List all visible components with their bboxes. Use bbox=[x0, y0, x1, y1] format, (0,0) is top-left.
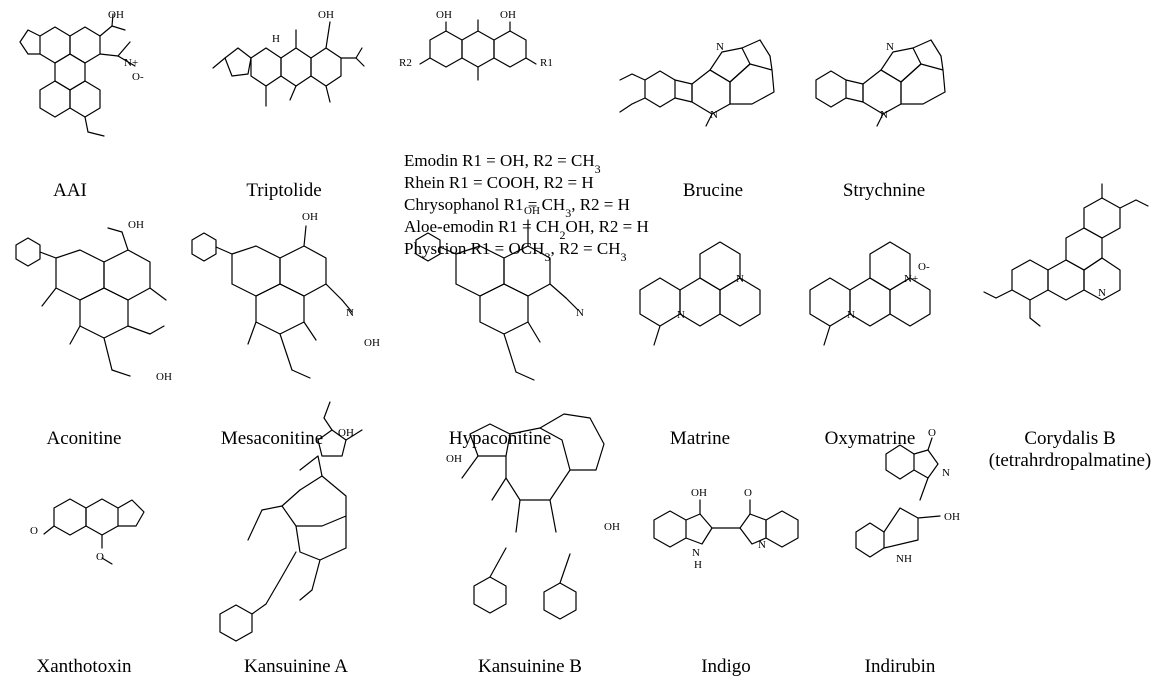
atom-oh: OH bbox=[691, 487, 707, 499]
label-kansuinine-a: Kansuinine A bbox=[244, 656, 348, 677]
structure-hypaconitine bbox=[415, 219, 579, 381]
atom-oh: OH bbox=[436, 9, 452, 21]
label-mesaconitine: Mesaconitine bbox=[221, 428, 323, 449]
atom-o: O bbox=[96, 551, 104, 563]
label-kansuinine-b: Kansuinine B bbox=[478, 656, 582, 677]
atom-oh: OH bbox=[318, 9, 334, 21]
structure-aconitine bbox=[15, 227, 167, 377]
atom-o-minus: O- bbox=[132, 71, 144, 83]
label-indirubin: Indirubin bbox=[865, 656, 936, 677]
atom-n: N bbox=[758, 539, 766, 551]
atom-oh: OH bbox=[338, 427, 354, 439]
atom-n: N bbox=[677, 309, 685, 321]
formula-emodin: Emodin R1 = OH, R2 = CH3 bbox=[404, 151, 601, 176]
formula-physcion: Physcion R1 = OCH3, R2 = CH3 bbox=[404, 239, 627, 264]
structure-mesaconitine bbox=[191, 225, 353, 379]
formula-rhein: Rhein R1 = COOH, R2 = H bbox=[404, 173, 594, 192]
structure-corydalis-b bbox=[983, 183, 1149, 327]
compound-labels: AAI Triptolide Brucine Strychnine Aconit… bbox=[37, 180, 1152, 677]
atom-h: H bbox=[694, 559, 702, 571]
structure-oxymatrine bbox=[809, 241, 931, 346]
atom-n-plus: N+ bbox=[904, 273, 918, 285]
atom-oh: OH bbox=[604, 521, 620, 533]
atom-nh: NH bbox=[896, 553, 912, 565]
atom-n: N bbox=[1098, 287, 1106, 299]
atom-n: N bbox=[710, 109, 718, 121]
atom-n: N bbox=[716, 41, 724, 53]
atom-oh: OH bbox=[302, 211, 318, 223]
structure-indirubin bbox=[855, 437, 941, 558]
label-aconitine: Aconitine bbox=[47, 428, 122, 449]
atom-oh: OH bbox=[524, 205, 540, 217]
atom-n: N bbox=[942, 467, 950, 479]
atom-oh: OH bbox=[128, 219, 144, 231]
structure-kansuinine-a bbox=[219, 401, 363, 642]
label-matrine: Matrine bbox=[670, 428, 730, 449]
atom-n: N bbox=[847, 309, 855, 321]
structure-brucine bbox=[619, 39, 775, 127]
atom-oh: OH bbox=[108, 9, 124, 21]
label-triptolide: Triptolide bbox=[246, 180, 321, 201]
label-hypaconitine: Hypaconitine bbox=[449, 428, 551, 449]
atom-o: O bbox=[744, 487, 752, 499]
structure-triptolide bbox=[212, 21, 365, 107]
label-aai: AAI bbox=[53, 180, 87, 201]
atom-n: N bbox=[886, 41, 894, 53]
atom-n: N bbox=[346, 307, 354, 319]
atom-n: N bbox=[880, 109, 888, 121]
atom-n: N bbox=[576, 307, 584, 319]
label-corydalis-b-alt: (tetrahrdropalmatine) bbox=[989, 450, 1151, 471]
label-brucine: Brucine bbox=[683, 180, 743, 201]
label-oxymatrine: Oxymatrine bbox=[825, 428, 916, 449]
atom-o: O bbox=[30, 525, 38, 537]
atom-ho: OH bbox=[446, 453, 462, 465]
atom-h: H bbox=[272, 33, 280, 45]
label-xanthotoxin: Xanthotoxin bbox=[37, 656, 132, 677]
atom-n-plus: N+ bbox=[124, 57, 138, 69]
structure-matrine bbox=[639, 241, 761, 346]
atom-oh: OH bbox=[944, 511, 960, 523]
atom-oh: OH bbox=[500, 9, 516, 21]
atom-labels: OH N+ O- H OH OH OH R2 R1 N N N N OH OH … bbox=[30, 9, 1106, 571]
atom-r2: R2 bbox=[399, 57, 412, 69]
atom-oh: OH bbox=[364, 337, 380, 349]
label-strychnine: Strychnine bbox=[843, 180, 925, 201]
atom-nh: N bbox=[692, 547, 700, 559]
atom-oh: OH bbox=[156, 371, 172, 383]
atom-o: O bbox=[928, 427, 936, 439]
structure-anthraquinone bbox=[419, 19, 537, 81]
atom-r1: R1 bbox=[540, 57, 553, 69]
label-indigo: Indigo bbox=[701, 656, 751, 677]
atom-o-minus: O- bbox=[918, 261, 930, 273]
structure-strychnine bbox=[815, 39, 946, 127]
structure-xanthotoxin bbox=[43, 498, 145, 565]
structure-indigo bbox=[653, 499, 799, 548]
label-corydalis-b: Corydalis B bbox=[1024, 428, 1115, 449]
structure-aai bbox=[19, 13, 136, 137]
anthraquinone-formulas: Emodin R1 = OH, R2 = CH3 Rhein R1 = COOH… bbox=[404, 151, 649, 264]
structure-kansuinine-b bbox=[461, 413, 605, 620]
atom-n: N bbox=[736, 273, 744, 285]
